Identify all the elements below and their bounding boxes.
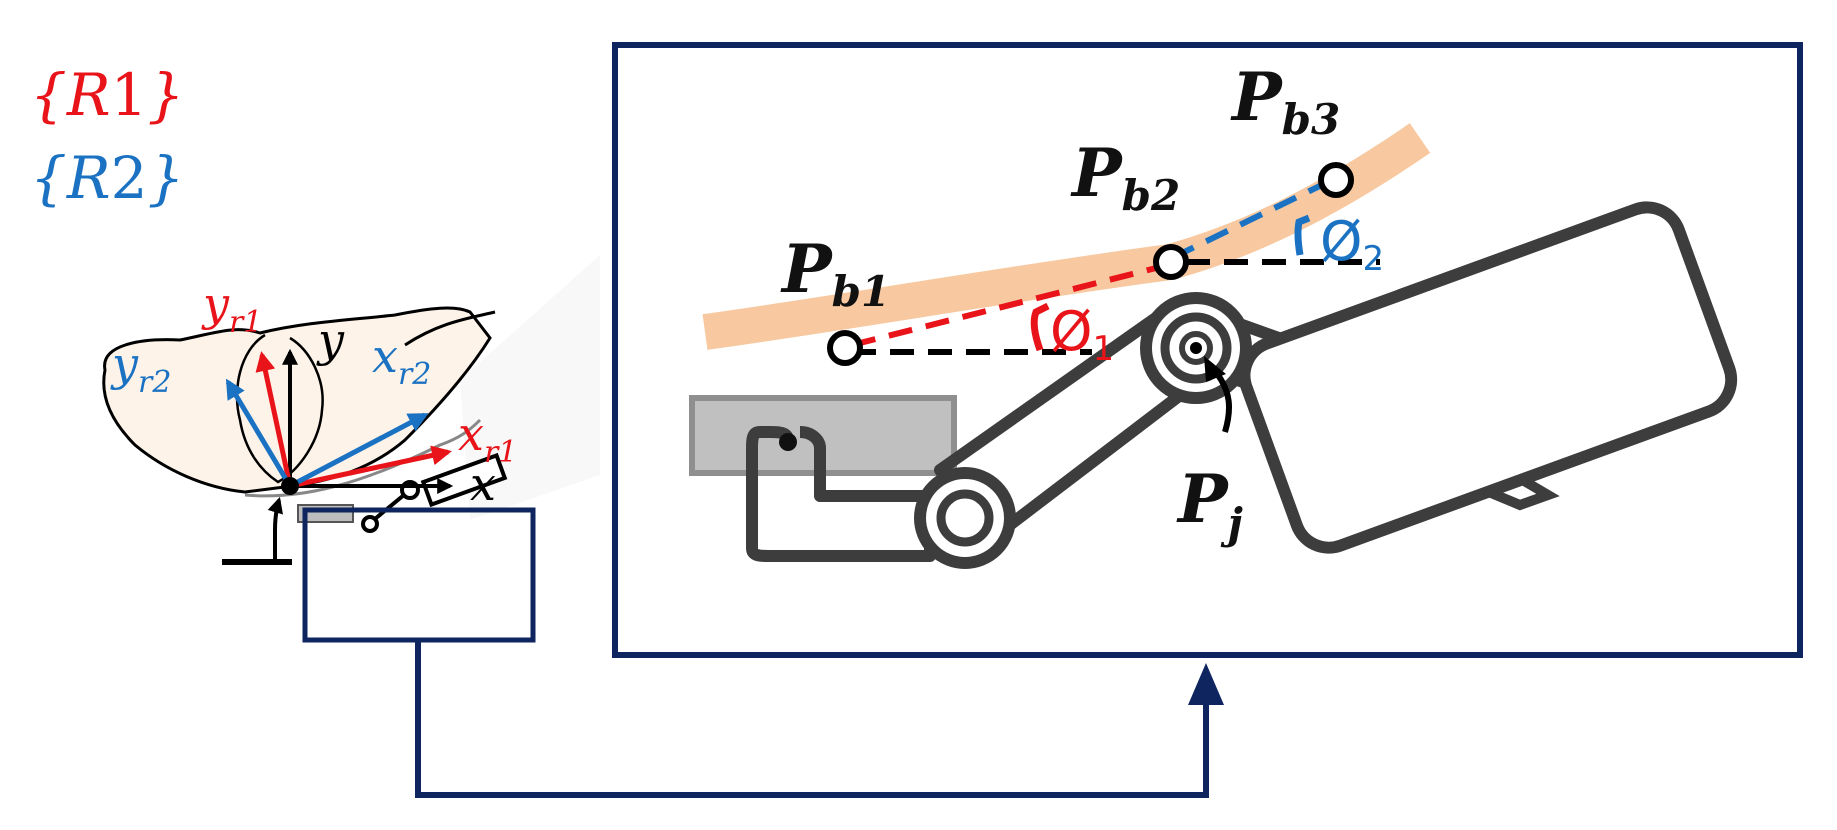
foot-illustration: [102, 306, 496, 498]
mechanism: [689, 201, 1738, 569]
origin-point: [281, 477, 299, 495]
leg-line: [404, 310, 496, 347]
y-r1-axis: [255, 351, 293, 487]
point-pb1: [827, 330, 863, 366]
zoom-source-box-frame: [302, 507, 536, 643]
label-pb2: Pb2: [1070, 134, 1180, 220]
lower-joint-inner: [936, 489, 994, 547]
label-pj: Pj: [1176, 460, 1243, 548]
label-pb1: Pb1: [780, 230, 890, 316]
measurement-overlay: Pb1 Pb2 Pb3 Pj Ø1 Ø2: [780, 58, 1384, 548]
y-r2-label: yr2: [110, 337, 171, 400]
zoom-projection: [460, 255, 600, 520]
phi1-arc: [1030, 302, 1050, 352]
x-r1-axis: [289, 445, 452, 489]
cable-anchor: [779, 433, 797, 451]
label-pb3: Pb3: [1230, 58, 1340, 144]
label-phi2: Ø2: [1320, 210, 1384, 279]
connector-arrowhead: [1188, 663, 1224, 705]
label-phi1: Ø1: [1050, 300, 1114, 369]
phi2-arc: [1294, 214, 1311, 256]
frame-r1-label: {R1}: [30, 61, 184, 129]
mini-joint-lower: [361, 515, 379, 533]
rotation-arrow: [267, 496, 283, 562]
foot-outline: [102, 306, 492, 494]
actuator-housing: [1238, 201, 1738, 554]
frame-r2-label: {R2}: [30, 144, 184, 212]
pj-pointer-head: [1204, 356, 1226, 382]
y-axis-label: y: [316, 313, 345, 367]
pb1-pb2-segment: [851, 262, 1169, 348]
point-pb2: [1153, 244, 1189, 280]
x-r2-label: xr2: [372, 329, 431, 392]
y-r1-label: yr1: [201, 277, 262, 340]
x-axis-label: x: [470, 457, 496, 511]
x-r2-axis: [288, 412, 429, 489]
point-pb3: [1318, 162, 1354, 198]
boom-band: [702, 123, 1431, 350]
x-r1-label: xr1: [458, 407, 517, 470]
pb2-pb3-segment: [1170, 177, 1334, 261]
connector-line: [415, 642, 1209, 798]
coordinate-frames: y x yr1 yr2 xr2 xr1: [110, 277, 517, 565]
cable-path: [746, 426, 936, 562]
joint-center: [1190, 342, 1202, 354]
zoom-source-box: [302, 507, 536, 643]
y-r2-axis: [225, 378, 293, 488]
